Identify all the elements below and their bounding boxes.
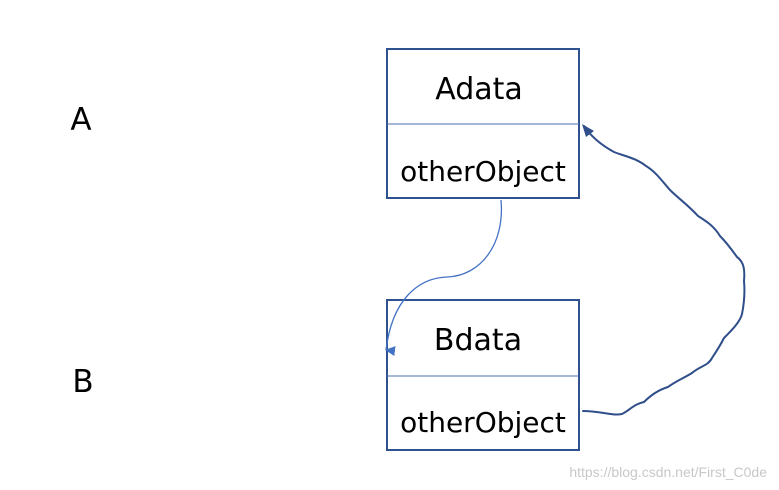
object-field-adata: otherObject [400, 155, 566, 188]
object-name-bdata: Bdata [434, 323, 522, 358]
row-label-a: A [70, 102, 91, 138]
object-name-adata: Adata [435, 72, 523, 107]
object-box-bdata-border [386, 299, 580, 451]
row-label-b: B [72, 364, 93, 400]
watermark-text: https://blog.csdn.net/First_C0de [569, 464, 767, 480]
reference-arrow-b-to-a [582, 125, 746, 416]
object-box-adata: Adata otherObject [386, 48, 580, 199]
reference-arrow-a-to-b [385, 199, 503, 357]
object-box-bdata: Bdata otherObject [386, 299, 580, 451]
arrowhead-b-to-a-icon [582, 124, 594, 137]
object-field-bdata: otherObject [400, 406, 566, 439]
